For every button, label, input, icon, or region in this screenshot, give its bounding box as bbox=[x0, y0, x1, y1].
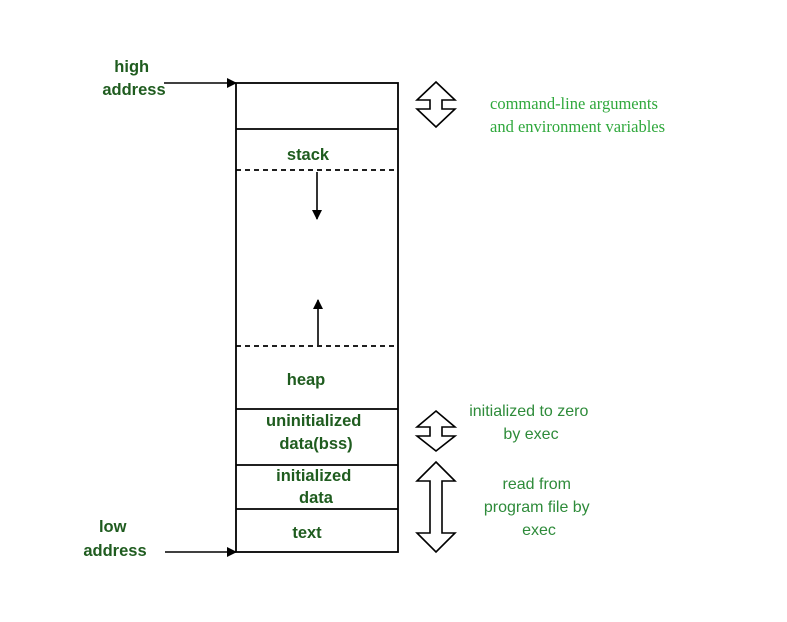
text-segment-label: text bbox=[292, 524, 322, 542]
args-double-arrow bbox=[414, 80, 458, 129]
args-annotation: command-line arguments and environment v… bbox=[490, 94, 665, 136]
bss-label: uninitialized data(bss) bbox=[266, 412, 366, 453]
low-address-label: low address bbox=[83, 518, 146, 560]
memory-column bbox=[235, 82, 399, 553]
stack-label: stack bbox=[287, 146, 330, 164]
data-text-double-arrow bbox=[415, 460, 457, 554]
read-annotation: read from program file by exec bbox=[484, 476, 594, 539]
bss-double-arrow bbox=[414, 409, 458, 453]
initialized-data-label: initialized data bbox=[276, 467, 356, 507]
heap-label: heap bbox=[287, 371, 326, 389]
zero-annotation: initialized to zero by exec bbox=[469, 403, 593, 443]
high-address-label: high address bbox=[102, 58, 165, 99]
